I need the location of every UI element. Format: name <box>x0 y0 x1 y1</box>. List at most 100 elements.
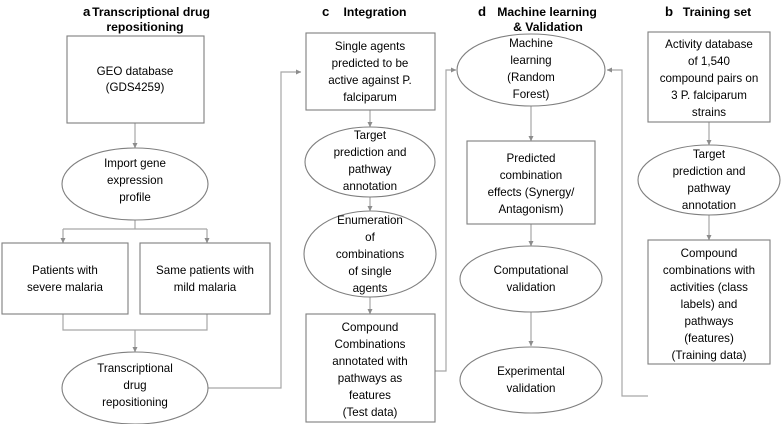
node-d4-shape <box>459 346 603 414</box>
node-c2-line-2: pathway <box>348 163 391 176</box>
node-a5-line-2: repositioning <box>102 396 168 409</box>
node-c3-line-1: of <box>365 231 375 244</box>
node-a4-line-1: mild malaria <box>174 281 237 294</box>
node-c1-line-0: Single agents <box>335 40 405 53</box>
node-b1-line-3: 3 P. falciparum <box>671 89 747 102</box>
node-a2-line-0: Import gene <box>104 157 166 170</box>
node-a2-line-2: profile <box>119 191 151 204</box>
node-a2[interactable]: Import gene expression profile <box>61 147 209 221</box>
node-c2-line-0: Target <box>354 129 387 142</box>
node-b3-line-2: activities (class <box>670 281 748 294</box>
node-c3-line-3: of single <box>348 265 391 278</box>
edge-a5-c1 <box>207 69 302 389</box>
node-a4-shape <box>139 242 271 315</box>
panel-title-a-line1: Transcriptional drug <box>92 5 210 19</box>
node-d1-line-2: (Random <box>507 71 555 84</box>
node-c2[interactable]: Target prediction and pathway annotation <box>304 126 436 198</box>
panel-letter-a: a <box>83 4 91 19</box>
node-b1-line-4: strains <box>692 106 726 119</box>
node-a2-shape <box>61 147 209 221</box>
node-a4[interactable]: Same patients with mild malaria <box>139 242 271 315</box>
node-b1-line-1: of 1,540 <box>688 55 730 68</box>
edge-a3-merge <box>62 314 208 331</box>
node-c2-shape <box>304 126 436 198</box>
node-a1[interactable]: GEO database (GDS4259) <box>66 35 205 124</box>
node-a5[interactable]: Transcriptional drug repositioning <box>61 351 209 424</box>
panel-title-c-line1: Integration <box>344 5 407 19</box>
panel-title-b-line1: Training set <box>683 5 751 19</box>
node-a1-line-1: (GDS4259) <box>106 81 165 94</box>
node-a5-line-0: Transcriptional <box>97 362 173 375</box>
node-c4-line-3: pathways as <box>338 372 403 385</box>
node-d3-shape <box>459 245 603 313</box>
node-a4-line-0: Same patients with <box>156 264 254 277</box>
node-a3-line-0: Patients with <box>32 264 98 277</box>
node-d3-line-0: Computational <box>494 264 569 277</box>
node-c1-line-1: predicted to be <box>332 57 409 70</box>
node-d3[interactable]: Computational validation <box>459 245 603 313</box>
node-c3-shape <box>303 210 437 298</box>
node-b3-line-4: pathways <box>685 315 734 328</box>
node-c3-line-2: combinations <box>336 248 405 261</box>
node-d2-line-3: Antagonism) <box>498 203 563 216</box>
node-a2-line-1: expression <box>107 174 163 187</box>
edge-b3-d1 <box>606 67 648 397</box>
node-d4-line-1: validation <box>507 382 556 395</box>
node-c2-line-3: annotation <box>343 180 397 193</box>
node-b2-line-1: prediction and <box>673 165 746 178</box>
node-d4[interactable]: Experimental validation <box>459 346 603 414</box>
node-a1-shape <box>66 35 205 124</box>
edge-a2-split <box>63 219 207 230</box>
node-b2[interactable]: Target prediction and pathway annotation <box>637 144 781 216</box>
node-c1[interactable]: Single agents predicted to be active aga… <box>305 32 436 111</box>
node-b3[interactable]: Compound combinations with activities (c… <box>647 239 771 365</box>
node-d1-line-1: learning <box>510 54 551 67</box>
node-b1[interactable]: Activity database of 1,540 compound pair… <box>647 31 771 123</box>
node-b1-line-2: compound pairs on <box>660 72 759 85</box>
node-d4-line-0: Experimental <box>497 365 565 378</box>
node-a1-line-0: GEO database <box>97 65 174 78</box>
node-c4[interactable]: Compound Combinations annotated with pat… <box>305 313 436 423</box>
connectors-layer <box>60 67 712 397</box>
panel-title-a-line2: repositioning <box>106 20 183 34</box>
node-b1-shape <box>647 31 771 123</box>
node-d3-line-1: validation <box>507 281 556 294</box>
panel-title-d-line1: Machine learning <box>497 5 597 19</box>
panel-letter-b: b <box>665 4 673 19</box>
node-a5-line-1: drug <box>123 379 146 392</box>
node-c4-line-0: Compound <box>342 321 399 334</box>
node-c4-line-4: features <box>349 389 391 402</box>
panel-letter-c: c <box>322 4 329 19</box>
node-c4-line-5: (Test data) <box>343 406 398 419</box>
node-a5-shape <box>61 351 209 424</box>
panel-titles-layer: a Transcriptional drug repositioning c I… <box>83 4 751 34</box>
node-c3[interactable]: Enumeration of combinations of single ag… <box>303 210 437 298</box>
node-b2-line-2: pathway <box>687 182 730 195</box>
node-c1-line-2: active against P. <box>328 74 412 87</box>
node-d2-line-2: effects (Synergy/ <box>488 186 576 199</box>
node-b2-line-3: annotation <box>682 199 736 212</box>
node-d1-line-3: Forest) <box>513 88 550 101</box>
node-d1-line-0: Machine <box>509 37 553 50</box>
node-c4-line-2: annotated with <box>332 355 407 368</box>
node-d2[interactable]: Predicted combination effects (Synergy/ … <box>466 140 596 225</box>
node-b2-line-0: Target <box>693 148 726 161</box>
panel-letter-d: d <box>478 4 486 19</box>
node-b3-line-0: Compound <box>681 247 738 260</box>
node-d2-line-1: combination <box>500 169 563 182</box>
node-b3-shape <box>647 239 771 365</box>
node-c1-shape <box>305 32 436 111</box>
node-b3-line-3: labels) and <box>681 298 738 311</box>
node-d2-shape <box>466 140 596 225</box>
panel-title-d-line2: & Validation <box>513 20 583 34</box>
node-b3-line-5: (features) <box>684 332 734 345</box>
node-d1[interactable]: Machine learning (Random Forest) <box>456 33 606 107</box>
edge-c4-d1 <box>435 67 457 372</box>
node-a3[interactable]: Patients with severe malaria <box>1 242 129 315</box>
node-b2-shape <box>637 144 781 216</box>
node-a3-line-1: severe malaria <box>27 281 104 294</box>
node-c2-line-1: prediction and <box>334 146 407 159</box>
node-b1-line-0: Activity database <box>665 38 753 51</box>
